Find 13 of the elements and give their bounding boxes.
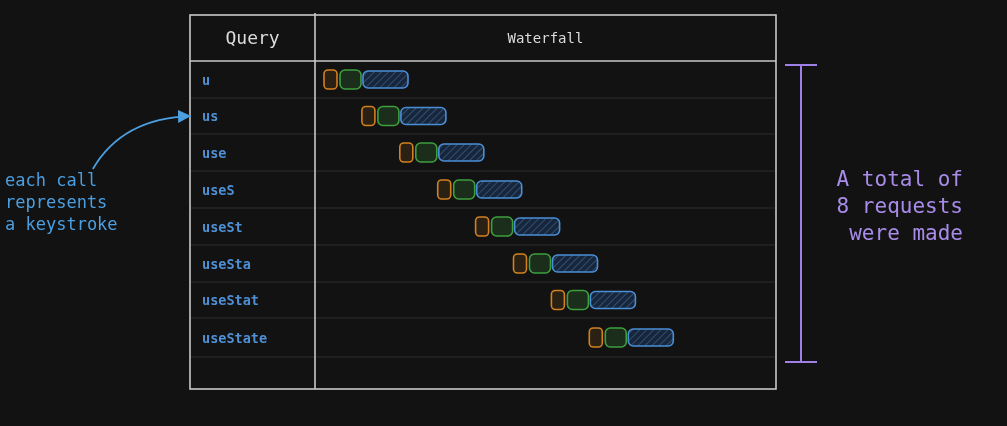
query-text: useSt	[201, 218, 243, 235]
column-header: Query	[225, 27, 280, 49]
query-text: useS	[201, 181, 235, 198]
query-text: u	[201, 71, 211, 88]
query-text: useState	[201, 329, 268, 346]
annotation-text: each call represents a keystroke	[5, 169, 127, 235]
query-text: useSta	[201, 255, 251, 272]
query-text: use	[201, 144, 227, 161]
query-text: useStat	[201, 292, 259, 309]
arrow	[91, 110, 192, 170]
annotation-text: A total of 8 requests were made	[835, 166, 963, 247]
column-header: Waterfall	[507, 29, 584, 47]
query-text: us	[191, 108, 219, 125]
